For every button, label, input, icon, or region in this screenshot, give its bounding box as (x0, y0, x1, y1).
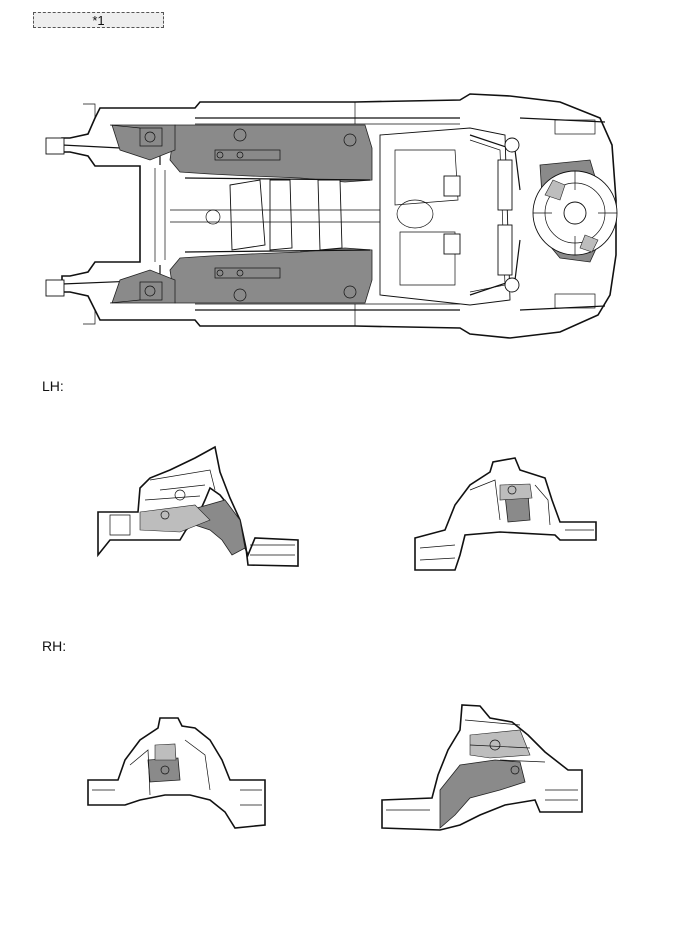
rh-front-wheelhouse (87, 717, 266, 829)
lh-front-wheelhouse (97, 445, 299, 567)
lh-rear-wheelhouse (414, 457, 597, 571)
callout-label: *1 (33, 12, 164, 28)
lh-section-label: LH: (42, 378, 64, 394)
underbody-top-view (45, 93, 618, 339)
rh-section-label: RH: (42, 638, 67, 654)
rh-rear-wheelhouse (381, 704, 583, 831)
